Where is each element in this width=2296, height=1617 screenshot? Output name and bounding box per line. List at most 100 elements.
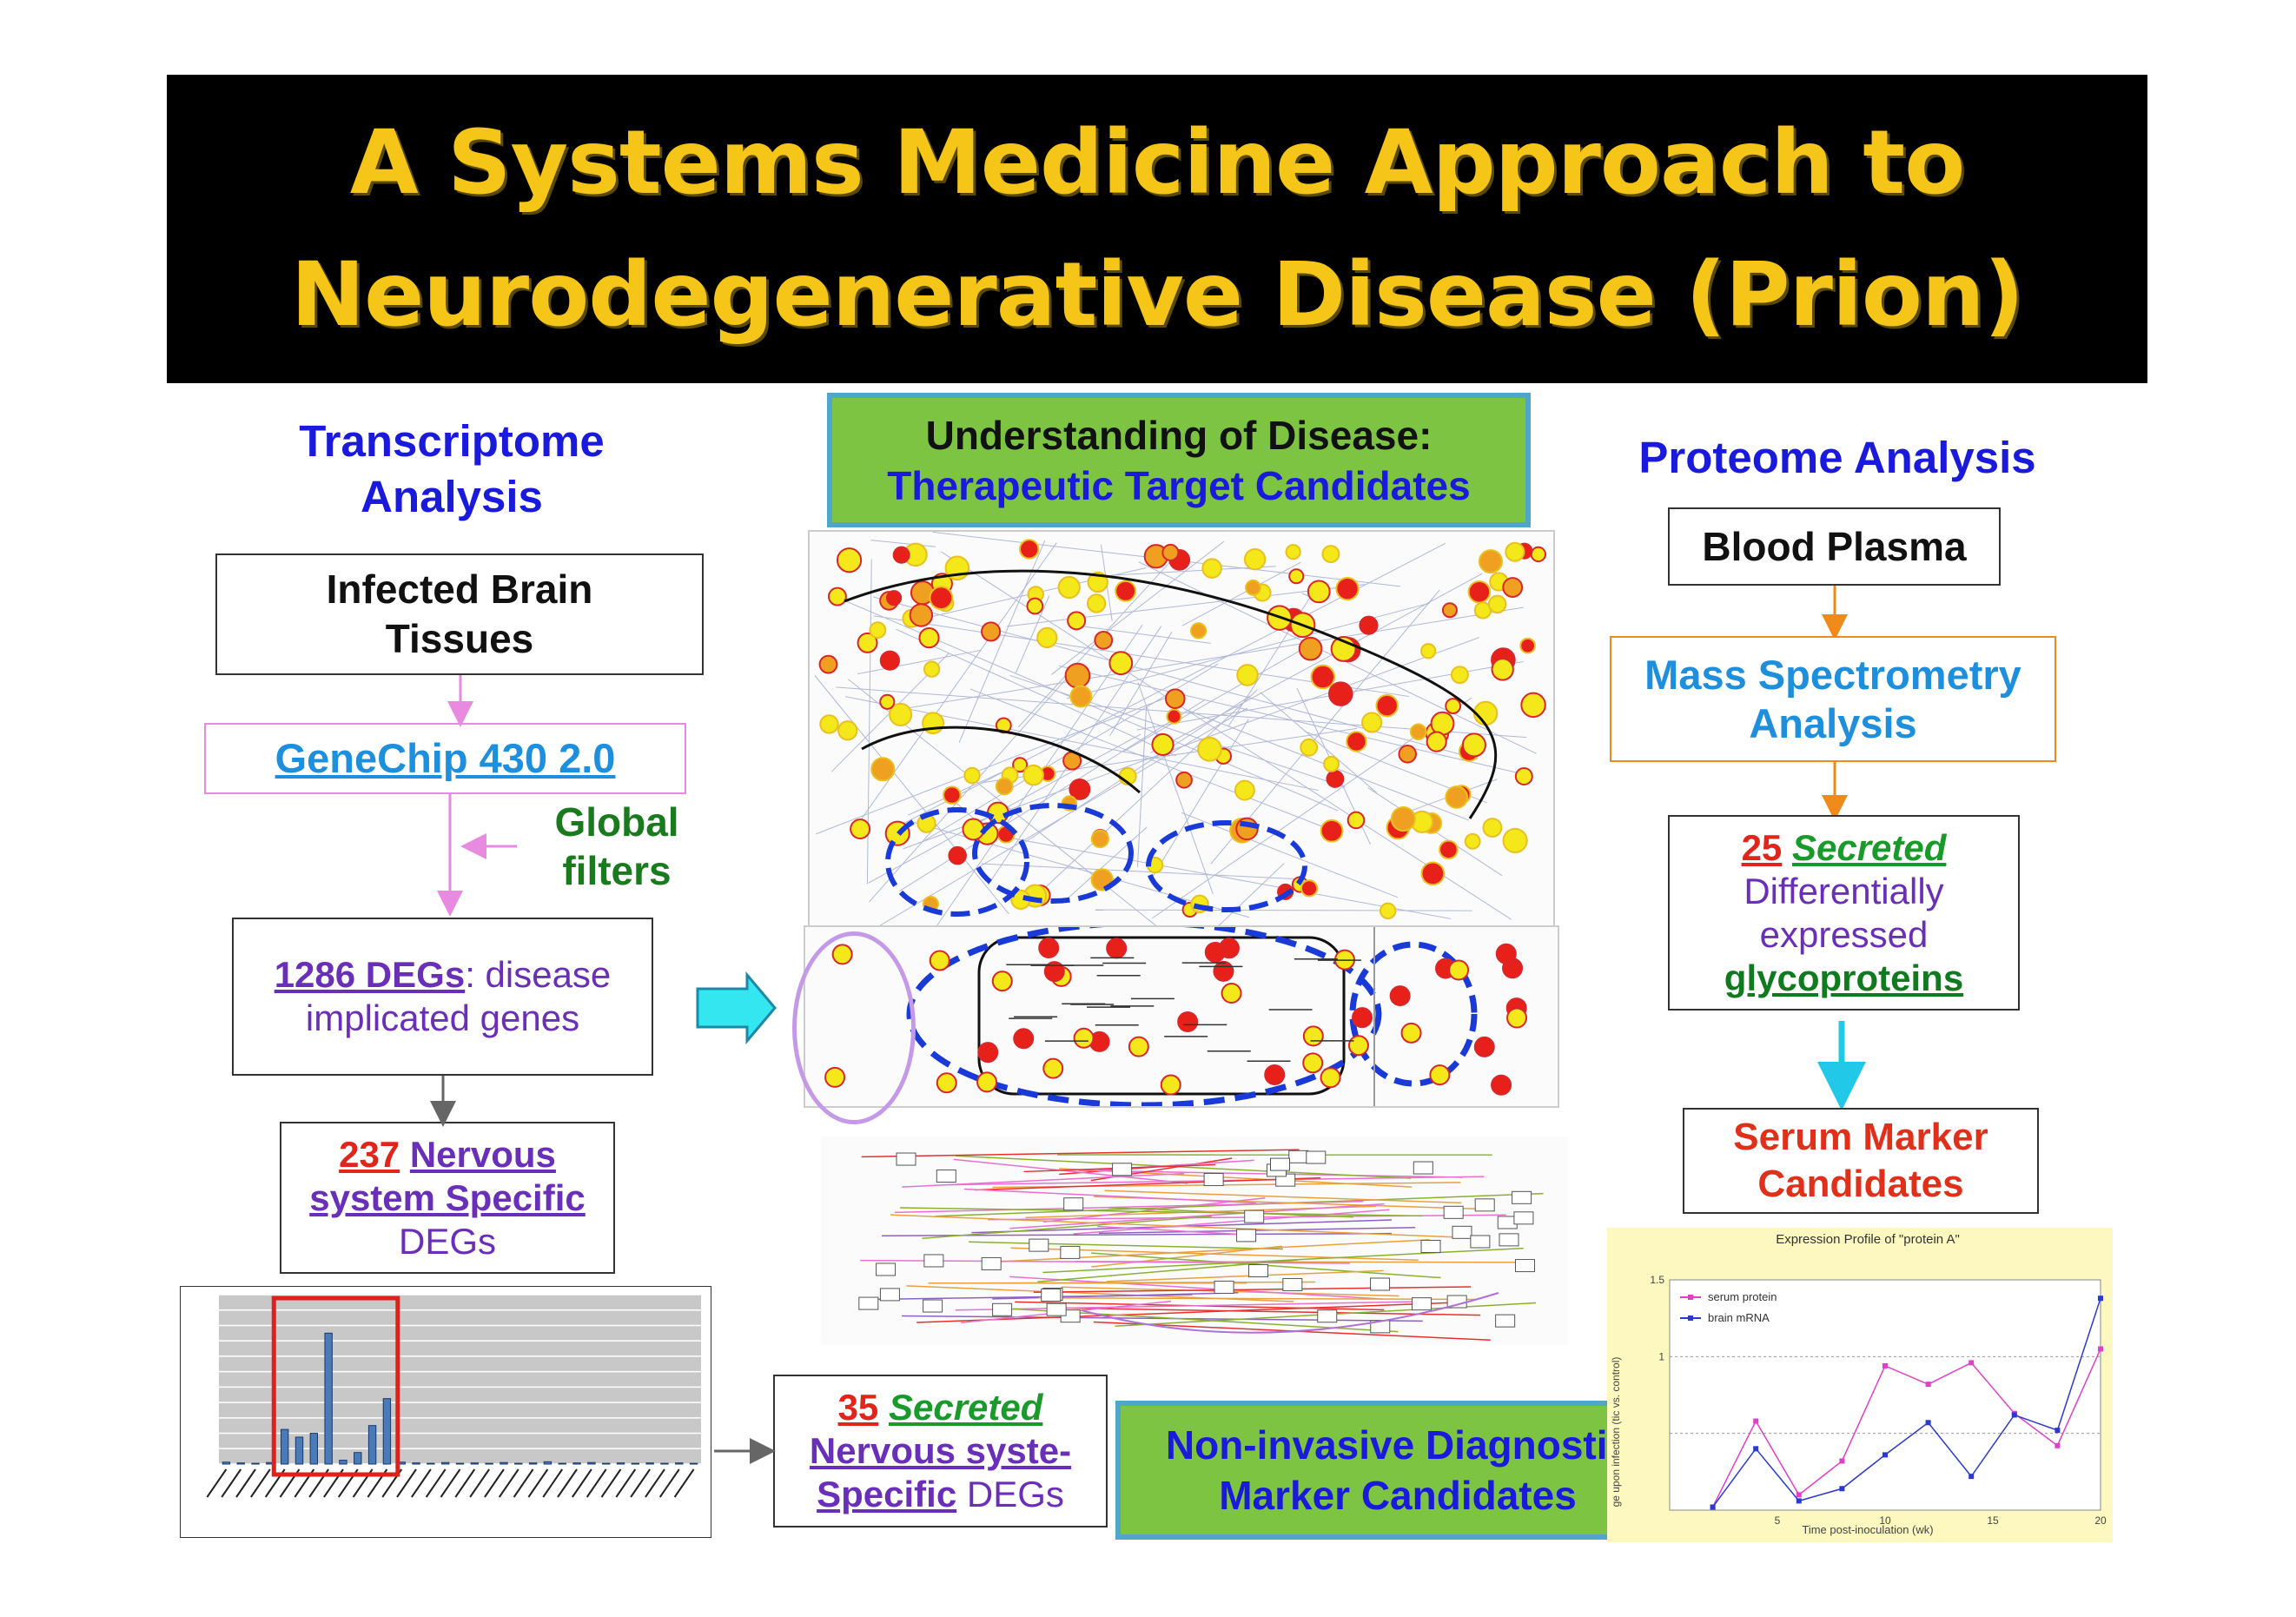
network-node [1300, 738, 1319, 757]
network-edge [1095, 909, 1472, 911]
network-edge [899, 606, 1524, 710]
bar [367, 1425, 377, 1465]
signaling-edge [1091, 1245, 1283, 1268]
signaling-edge [953, 1158, 1188, 1184]
signaling-gene-box [1029, 1238, 1049, 1252]
genechip-box: GeneChip 430 2.0 [204, 723, 686, 794]
series-point [2054, 1442, 2061, 1448]
network-node [1502, 827, 1528, 854]
network-node [1115, 580, 1137, 602]
cluster-highlight [885, 807, 1029, 917]
network-node [879, 650, 900, 671]
network-node [948, 845, 967, 865]
metabolic-graph [824, 927, 1528, 1106]
pathway-node [1043, 961, 1065, 983]
network-node [828, 586, 847, 606]
degs-count[interactable]: 1286 DEGs [274, 954, 466, 995]
bar-tick-label [615, 1468, 637, 1498]
network-node [962, 818, 985, 841]
bar [675, 1462, 684, 1465]
network-node [1090, 829, 1109, 849]
pathway-node [1038, 938, 1060, 959]
series-point [2011, 1412, 2017, 1418]
bar-tick-label [586, 1468, 607, 1498]
bar [558, 1462, 566, 1465]
network-node [1164, 688, 1186, 710]
signaling-edge [922, 1216, 1212, 1239]
mass-spec-box: Mass Spectrometry Analysis [1610, 636, 2056, 762]
network-edge [1137, 682, 1214, 894]
bar [601, 1462, 611, 1465]
series-point [1710, 1504, 1716, 1510]
signaling-edge [900, 1207, 1422, 1217]
network-node [1189, 622, 1208, 640]
bar [455, 1462, 465, 1465]
ns-count[interactable]: 237 [339, 1133, 400, 1175]
x-tick-label: 10 [1879, 1514, 1891, 1527]
genechip-link[interactable]: GeneChip 430 2.0 [275, 735, 616, 781]
network-edge [1216, 863, 1285, 928]
series-point [1839, 1458, 1845, 1464]
bar-tick-label [484, 1468, 505, 1498]
pathway-network-diagram [808, 530, 1555, 930]
pathway-node [1221, 983, 1242, 1004]
network-edge [1109, 632, 1173, 736]
signaling-edge [992, 1292, 1239, 1300]
network-node [1307, 580, 1331, 604]
signaling-gene-box [1306, 1150, 1327, 1164]
pathway-node [1160, 1074, 1181, 1096]
network-node [1445, 698, 1462, 714]
secreted-count[interactable]: 35 [837, 1387, 879, 1428]
mass-line-1: Mass Spectrometry [1644, 651, 2021, 698]
network-node [995, 777, 1014, 796]
pathway-node [1302, 1025, 1324, 1047]
network-node [836, 547, 863, 573]
signaling-gene-box [923, 1299, 943, 1313]
network-edge [1009, 674, 1346, 788]
network-edge [814, 675, 1009, 915]
network-edge [904, 542, 1446, 824]
bar-tick-label [557, 1468, 578, 1498]
bar [689, 1462, 698, 1465]
network-node [1530, 546, 1546, 563]
network-edge [844, 696, 1319, 792]
network-edge [1011, 838, 1452, 919]
network-node [1298, 636, 1323, 661]
pathway-compartment [977, 936, 1346, 1096]
glyco-count[interactable]: 25 [1741, 826, 1783, 868]
network-node [1019, 539, 1040, 560]
title-banner: A Systems Medicine Approach to Neurodege… [167, 75, 2147, 383]
signaling-gene-box [858, 1296, 879, 1310]
pathway-node [929, 950, 950, 971]
pathway-node [991, 971, 1013, 992]
network-node [1502, 577, 1524, 598]
bar [616, 1462, 625, 1465]
network-edge [876, 707, 1248, 928]
secreted-line-2: Nervous syste- [809, 1430, 1072, 1471]
bar-plot-area [219, 1295, 701, 1464]
pathway-node [1491, 1074, 1512, 1096]
pathway-node [1448, 959, 1470, 981]
signaling-gene-box [1046, 1302, 1067, 1316]
signaling-gene-box [992, 1302, 1013, 1316]
network-node [1347, 811, 1366, 830]
pathway-highlight [1349, 941, 1478, 1087]
signaling-edge [1033, 1286, 1472, 1294]
secreted-degs: DEGs [956, 1474, 1064, 1514]
network-node [1361, 712, 1383, 733]
network-node [1326, 770, 1345, 788]
network-node [1335, 576, 1360, 601]
network-node [1409, 723, 1427, 741]
bar [572, 1462, 581, 1465]
series-point [1796, 1498, 1802, 1504]
bar [587, 1461, 596, 1465]
signaling-edge [902, 1172, 1185, 1188]
signaling-gene-box [1413, 1161, 1433, 1175]
pathway-node [1352, 1007, 1373, 1029]
bar-tick-label [221, 1468, 242, 1498]
network-node [1439, 839, 1459, 860]
diagnostic-line-1: Non-invasive Diagnostic [1165, 1422, 1631, 1468]
series-point [1796, 1492, 1802, 1498]
series-point [1925, 1420, 1931, 1426]
tissues-line-2: Tissues [385, 616, 534, 661]
